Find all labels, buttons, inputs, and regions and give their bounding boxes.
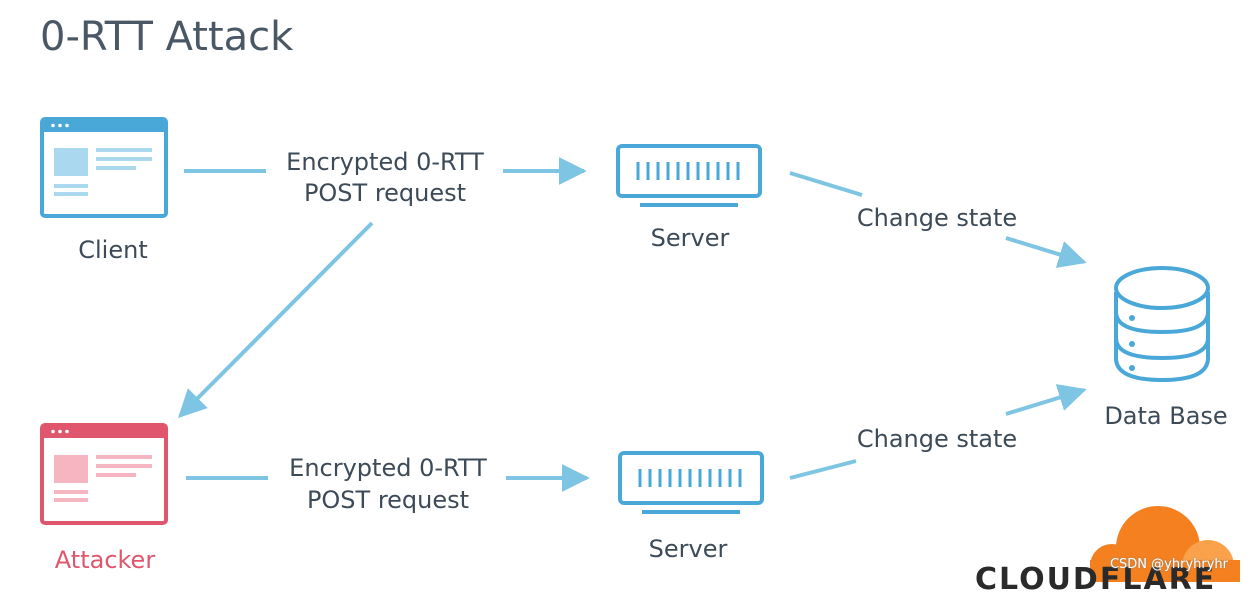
- server-top-label: Server: [650, 224, 730, 252]
- cloudflare-cloud-logo: [1090, 506, 1240, 592]
- database-label: Data Base: [1104, 402, 1228, 430]
- page-title: 0-RTT Attack: [40, 14, 294, 60]
- arrow-server-top-to-database: [789, 171, 1087, 268]
- diagram-canvas: 0-RTT Attack Client Attacker Server Serv…: [40, 14, 1240, 597]
- arrow-server-bottom-to-database: [789, 384, 1087, 480]
- top-request-label-line1: Encrypted 0-RTT: [286, 148, 484, 176]
- client-label: Client: [78, 236, 148, 264]
- csdn-watermark: CSDN @yhryhryhr: [1109, 557, 1228, 572]
- client-window-icon: [40, 117, 168, 218]
- bottom-change-state-label: Change state: [856, 425, 1018, 453]
- database-icon: [1114, 266, 1210, 383]
- top-request-label-line2: POST request: [303, 179, 467, 207]
- top-change-state-label: Change state: [856, 204, 1018, 232]
- bottom-request-label-line1: Encrypted 0-RTT: [289, 454, 487, 482]
- attacker-window-icon: [40, 423, 168, 525]
- attacker-label: Attacker: [54, 546, 156, 574]
- diagram-svg: [40, 117, 1240, 592]
- server-bottom-label: Server: [648, 535, 728, 563]
- server-bottom-icon: [618, 451, 764, 514]
- bottom-request-label-line2: POST request: [306, 486, 470, 514]
- arrow-intercept-to-attacker: [178, 221, 374, 418]
- server-top-icon: [616, 144, 762, 207]
